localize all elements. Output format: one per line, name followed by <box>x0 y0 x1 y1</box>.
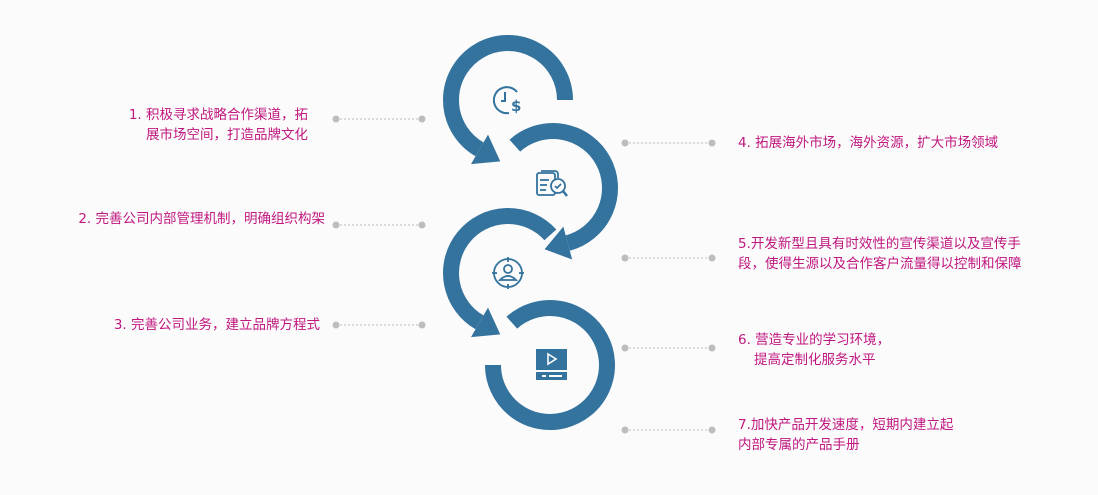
connector-dot <box>418 115 426 123</box>
arrowhead-icon <box>471 134 501 165</box>
left-item-1-line2: 展市场空间，打造品牌文化 <box>146 127 308 143</box>
arrowhead-icon <box>544 226 573 260</box>
connector-dot <box>708 426 716 434</box>
connector-dot <box>621 426 629 434</box>
right-item-5-line2: 段，使得生源以及合作客户流量得以控制和保障 <box>738 256 1022 272</box>
cycle-ring-4 <box>485 300 615 430</box>
connector-line-6 <box>621 344 716 352</box>
svg-text:$: $ <box>511 97 521 115</box>
right-item-6-line2: 提高定制化服务水平 <box>754 352 876 368</box>
connector-line-4 <box>621 139 716 147</box>
connector-dot <box>621 344 629 352</box>
right-item-4-line1: 4. 拓展海外市场，海外资源，扩大市场领域 <box>738 135 999 151</box>
connector-line-3 <box>332 321 426 329</box>
right-item-5: 5.开发新型且具有时效性的宣传渠道以及宣传手 段，使得生源以及合作客户流量得以控… <box>738 234 1022 274</box>
connector-dot <box>332 321 340 329</box>
right-item-7-line1: 7.加快产品开发速度，短期内建立起 <box>738 417 954 433</box>
left-item-1-line1: 1. 积极寻求战略合作渠道，拓 <box>128 107 308 123</box>
right-item-6-line1: 6. 营造专业的学习环境， <box>738 332 891 348</box>
left-item-1: 1. 积极寻求战略合作渠道，拓 展市场空间，打造品牌文化 <box>129 105 308 145</box>
left-item-2: 2. 完善公司内部管理机制，明确组织构架 <box>78 209 325 229</box>
connector-dot <box>332 221 340 229</box>
connector-dot <box>332 115 340 123</box>
arrowhead-icon <box>471 307 501 338</box>
cycle-ring-3 <box>443 208 557 330</box>
left-item-3-line1: 3. 完善公司业务，建立品牌方程式 <box>113 317 320 333</box>
right-item-5-line1: 5.开发新型且具有时效性的宣传渠道以及宣传手 <box>738 236 1021 252</box>
connector-dot <box>708 254 716 262</box>
connector-dot <box>708 139 716 147</box>
left-item-3: 3. 完善公司业务，建立品牌方程式 <box>114 315 320 335</box>
connector-line-5 <box>621 254 716 262</box>
connector-dot <box>621 254 629 262</box>
clock-dollar-icon: $ <box>492 86 521 115</box>
connector-dot <box>708 344 716 352</box>
right-item-7: 7.加快产品开发速度，短期内建立起 内部专属的产品手册 <box>738 415 953 455</box>
right-item-4: 4. 拓展海外市场，海外资源，扩大市场领域 <box>738 133 998 153</box>
connector-dot <box>621 139 629 147</box>
document-search-icon <box>536 170 568 197</box>
right-item-7-line2: 内部专属的产品手册 <box>738 437 860 453</box>
user-target-icon <box>492 257 524 289</box>
connector-line-7 <box>621 426 716 434</box>
right-item-6: 6. 营造专业的学习环境， 提高定制化服务水平 <box>738 330 890 370</box>
connector-dot <box>418 321 426 329</box>
connector-line-2 <box>332 221 426 229</box>
connector-line-1 <box>332 115 426 123</box>
cycle-ring-2 <box>509 123 618 251</box>
video-player-icon <box>536 349 567 380</box>
connector-dot <box>418 221 426 229</box>
left-item-2-line1: 2. 完善公司内部管理机制，明确组织构架 <box>78 211 325 227</box>
cycle-ring-1 <box>443 35 573 157</box>
